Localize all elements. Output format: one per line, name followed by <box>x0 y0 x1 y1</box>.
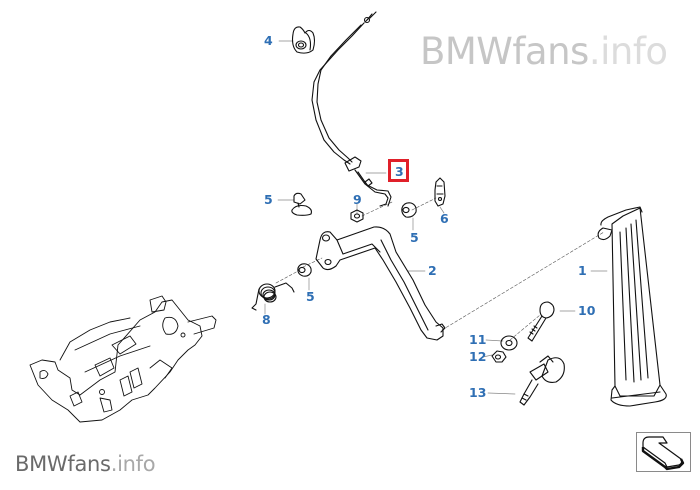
part-label-4[interactable]: 4 <box>264 33 273 48</box>
part-label-6[interactable]: 5 <box>264 192 273 207</box>
part-1-accelerator-pedal <box>597 206 667 407</box>
part-label-1[interactable]: 1 <box>578 263 587 278</box>
part-12-nut <box>491 350 507 363</box>
part-6-buffer <box>291 192 312 216</box>
part-4-clip <box>291 26 316 54</box>
part-9-bushing <box>350 209 364 223</box>
part-10-bolt <box>527 301 555 342</box>
part-label-5-upper[interactable]: 5 <box>410 230 419 245</box>
part-label-9[interactable]: 9 <box>353 192 362 207</box>
part-11-washer <box>500 335 518 351</box>
watermark-tld: .info <box>110 452 156 476</box>
watermark-brand: BMWfans <box>420 30 589 73</box>
part-2-pedal-lever <box>315 226 446 341</box>
watermark-top: BMWfans.info <box>420 30 668 73</box>
part-5-lower-bushing <box>297 263 312 277</box>
part-5-upper-bushing <box>401 202 417 218</box>
watermark-tld: .info <box>588 30 668 73</box>
part-label-5-lower[interactable]: 5 <box>306 289 315 304</box>
pedal-bracket-assembly <box>29 295 217 423</box>
part-label-8[interactable]: 8 <box>262 312 271 327</box>
part-label-2[interactable]: 2 <box>428 263 437 278</box>
watermark-bottom: BMWfans.info <box>15 452 156 476</box>
part-7-clip <box>434 177 446 207</box>
part-label-11[interactable]: 11 <box>469 332 487 347</box>
part-label-13[interactable]: 13 <box>469 385 487 400</box>
highlight-box-part-3 <box>388 159 409 182</box>
part-label-7[interactable]: 6 <box>440 211 449 226</box>
back-button[interactable] <box>636 432 691 472</box>
part-label-3[interactable]: 3 <box>395 164 404 179</box>
watermark-brand: BMWfans <box>15 452 111 476</box>
assembly-lines <box>275 197 605 341</box>
part-13-sensor-bolt <box>519 355 565 406</box>
leader-lines <box>264 40 608 395</box>
part-label-10[interactable]: 10 <box>578 303 596 318</box>
part-label-12[interactable]: 12 <box>469 349 487 364</box>
back-arrow-icon <box>641 436 685 471</box>
part-8-spring <box>251 282 295 311</box>
accelerator-cable <box>311 11 392 207</box>
